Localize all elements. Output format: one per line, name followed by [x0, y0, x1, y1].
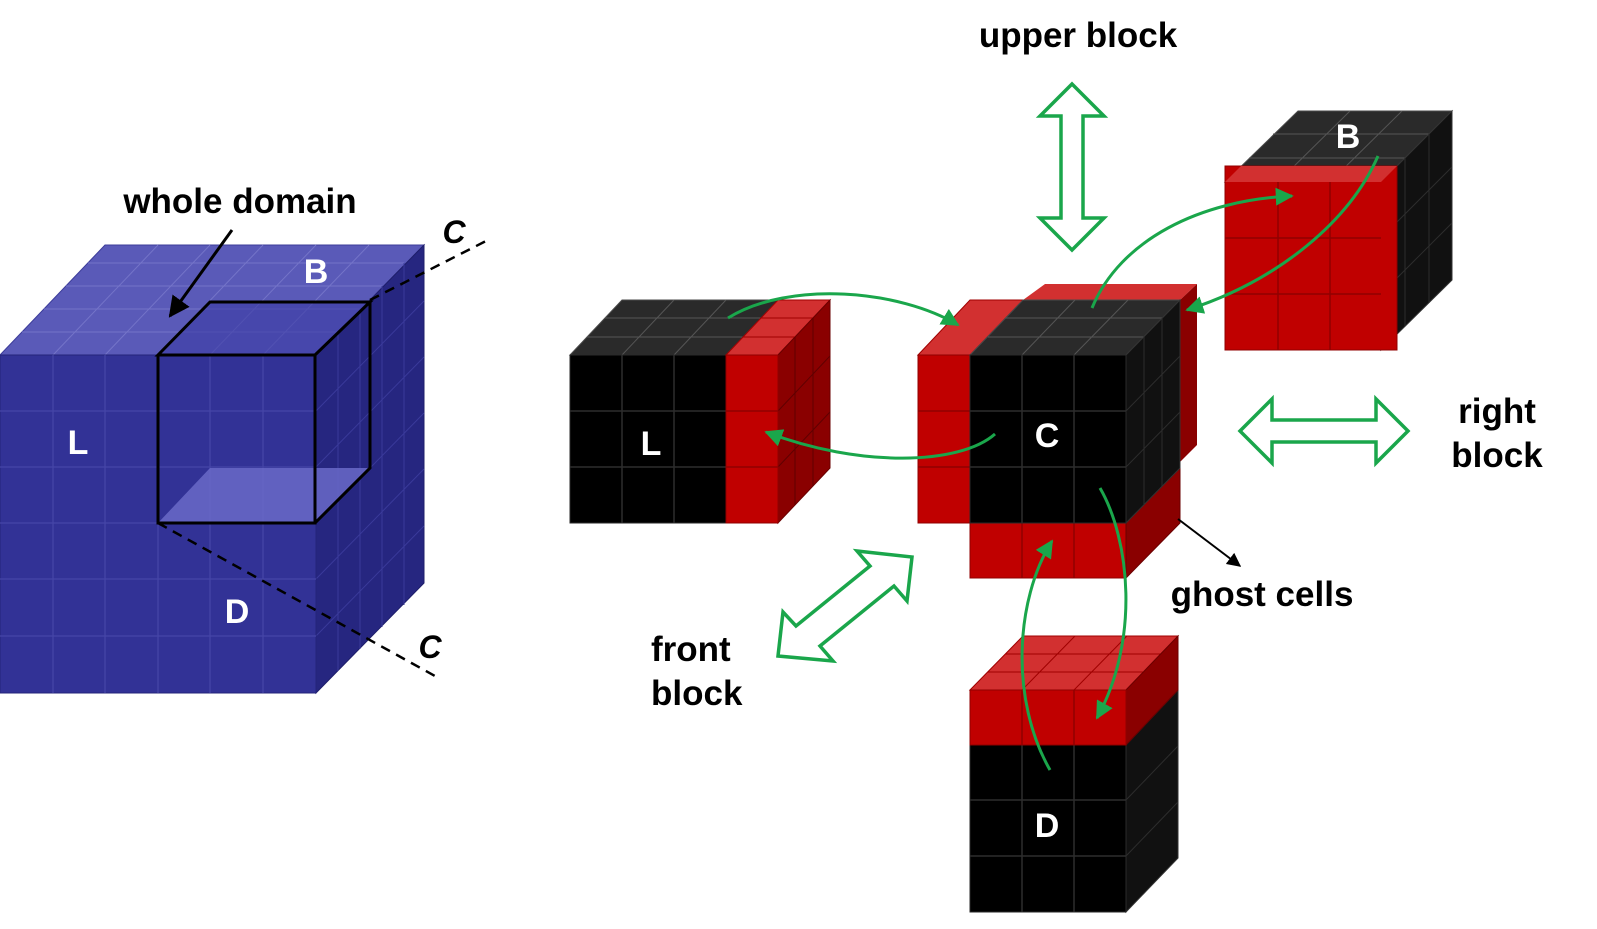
- exchange-arrow-c-to-b: [1090, 187, 1294, 309]
- right-block-label-line2: block: [1451, 436, 1543, 475]
- exchange-arrows: [727, 155, 1380, 771]
- front-block-double-arrow: [776, 548, 914, 664]
- c-cut-line-upper: [369, 238, 489, 302]
- ghost-cells-pointer-arrow: [1177, 518, 1242, 567]
- exchange-arrow-b-to-c: [1185, 155, 1380, 314]
- block-c: [968, 298, 1182, 525]
- upper-block-label: upper block: [979, 16, 1178, 55]
- whole-domain-pointer-arrow: [168, 229, 234, 318]
- right-block-double-arrow: [1237, 394, 1411, 468]
- domain-face-label-b: B: [304, 253, 329, 291]
- exchange-arrow-c-to-l: [764, 429, 996, 460]
- exchange-arrow-d-to-c: [1020, 539, 1054, 771]
- block-b: [1223, 109, 1454, 352]
- whole-domain-label: whole domain: [122, 182, 356, 221]
- domain-cut-label-c-top: C: [442, 214, 466, 250]
- block-label-b: B: [1336, 118, 1361, 156]
- domain-face-label-l: L: [68, 424, 89, 462]
- front-block-label-line1: front: [651, 630, 731, 669]
- block-l: [568, 299, 780, 524]
- block-label-c: C: [1035, 417, 1060, 455]
- block-l-ghost-cells: [724, 298, 832, 525]
- block-b-ghost-cells: [1224, 165, 1398, 351]
- exchange-arrow-l-to-c: [727, 292, 960, 327]
- ghost-cells-label: ghost cells: [1171, 575, 1354, 614]
- exchange-arrow-c-to-d: [1095, 487, 1128, 720]
- block-d-ghost-cells: [968, 634, 1180, 747]
- right-block-label-line1: right: [1458, 392, 1536, 431]
- block-label-l: L: [641, 425, 662, 463]
- upper-block-double-arrow: [1035, 81, 1109, 253]
- whole-domain-cube: [0, 238, 489, 695]
- domain-cut-label-c-bottom: C: [418, 629, 442, 665]
- front-block-label-line2: block: [651, 674, 743, 713]
- domain-face-label-d: D: [225, 593, 250, 631]
- c-cut-line-lower: [157, 521, 436, 678]
- block-label-d: D: [1035, 807, 1060, 845]
- sub-block-outline: [154, 300, 374, 525]
- block-d: [969, 688, 1179, 914]
